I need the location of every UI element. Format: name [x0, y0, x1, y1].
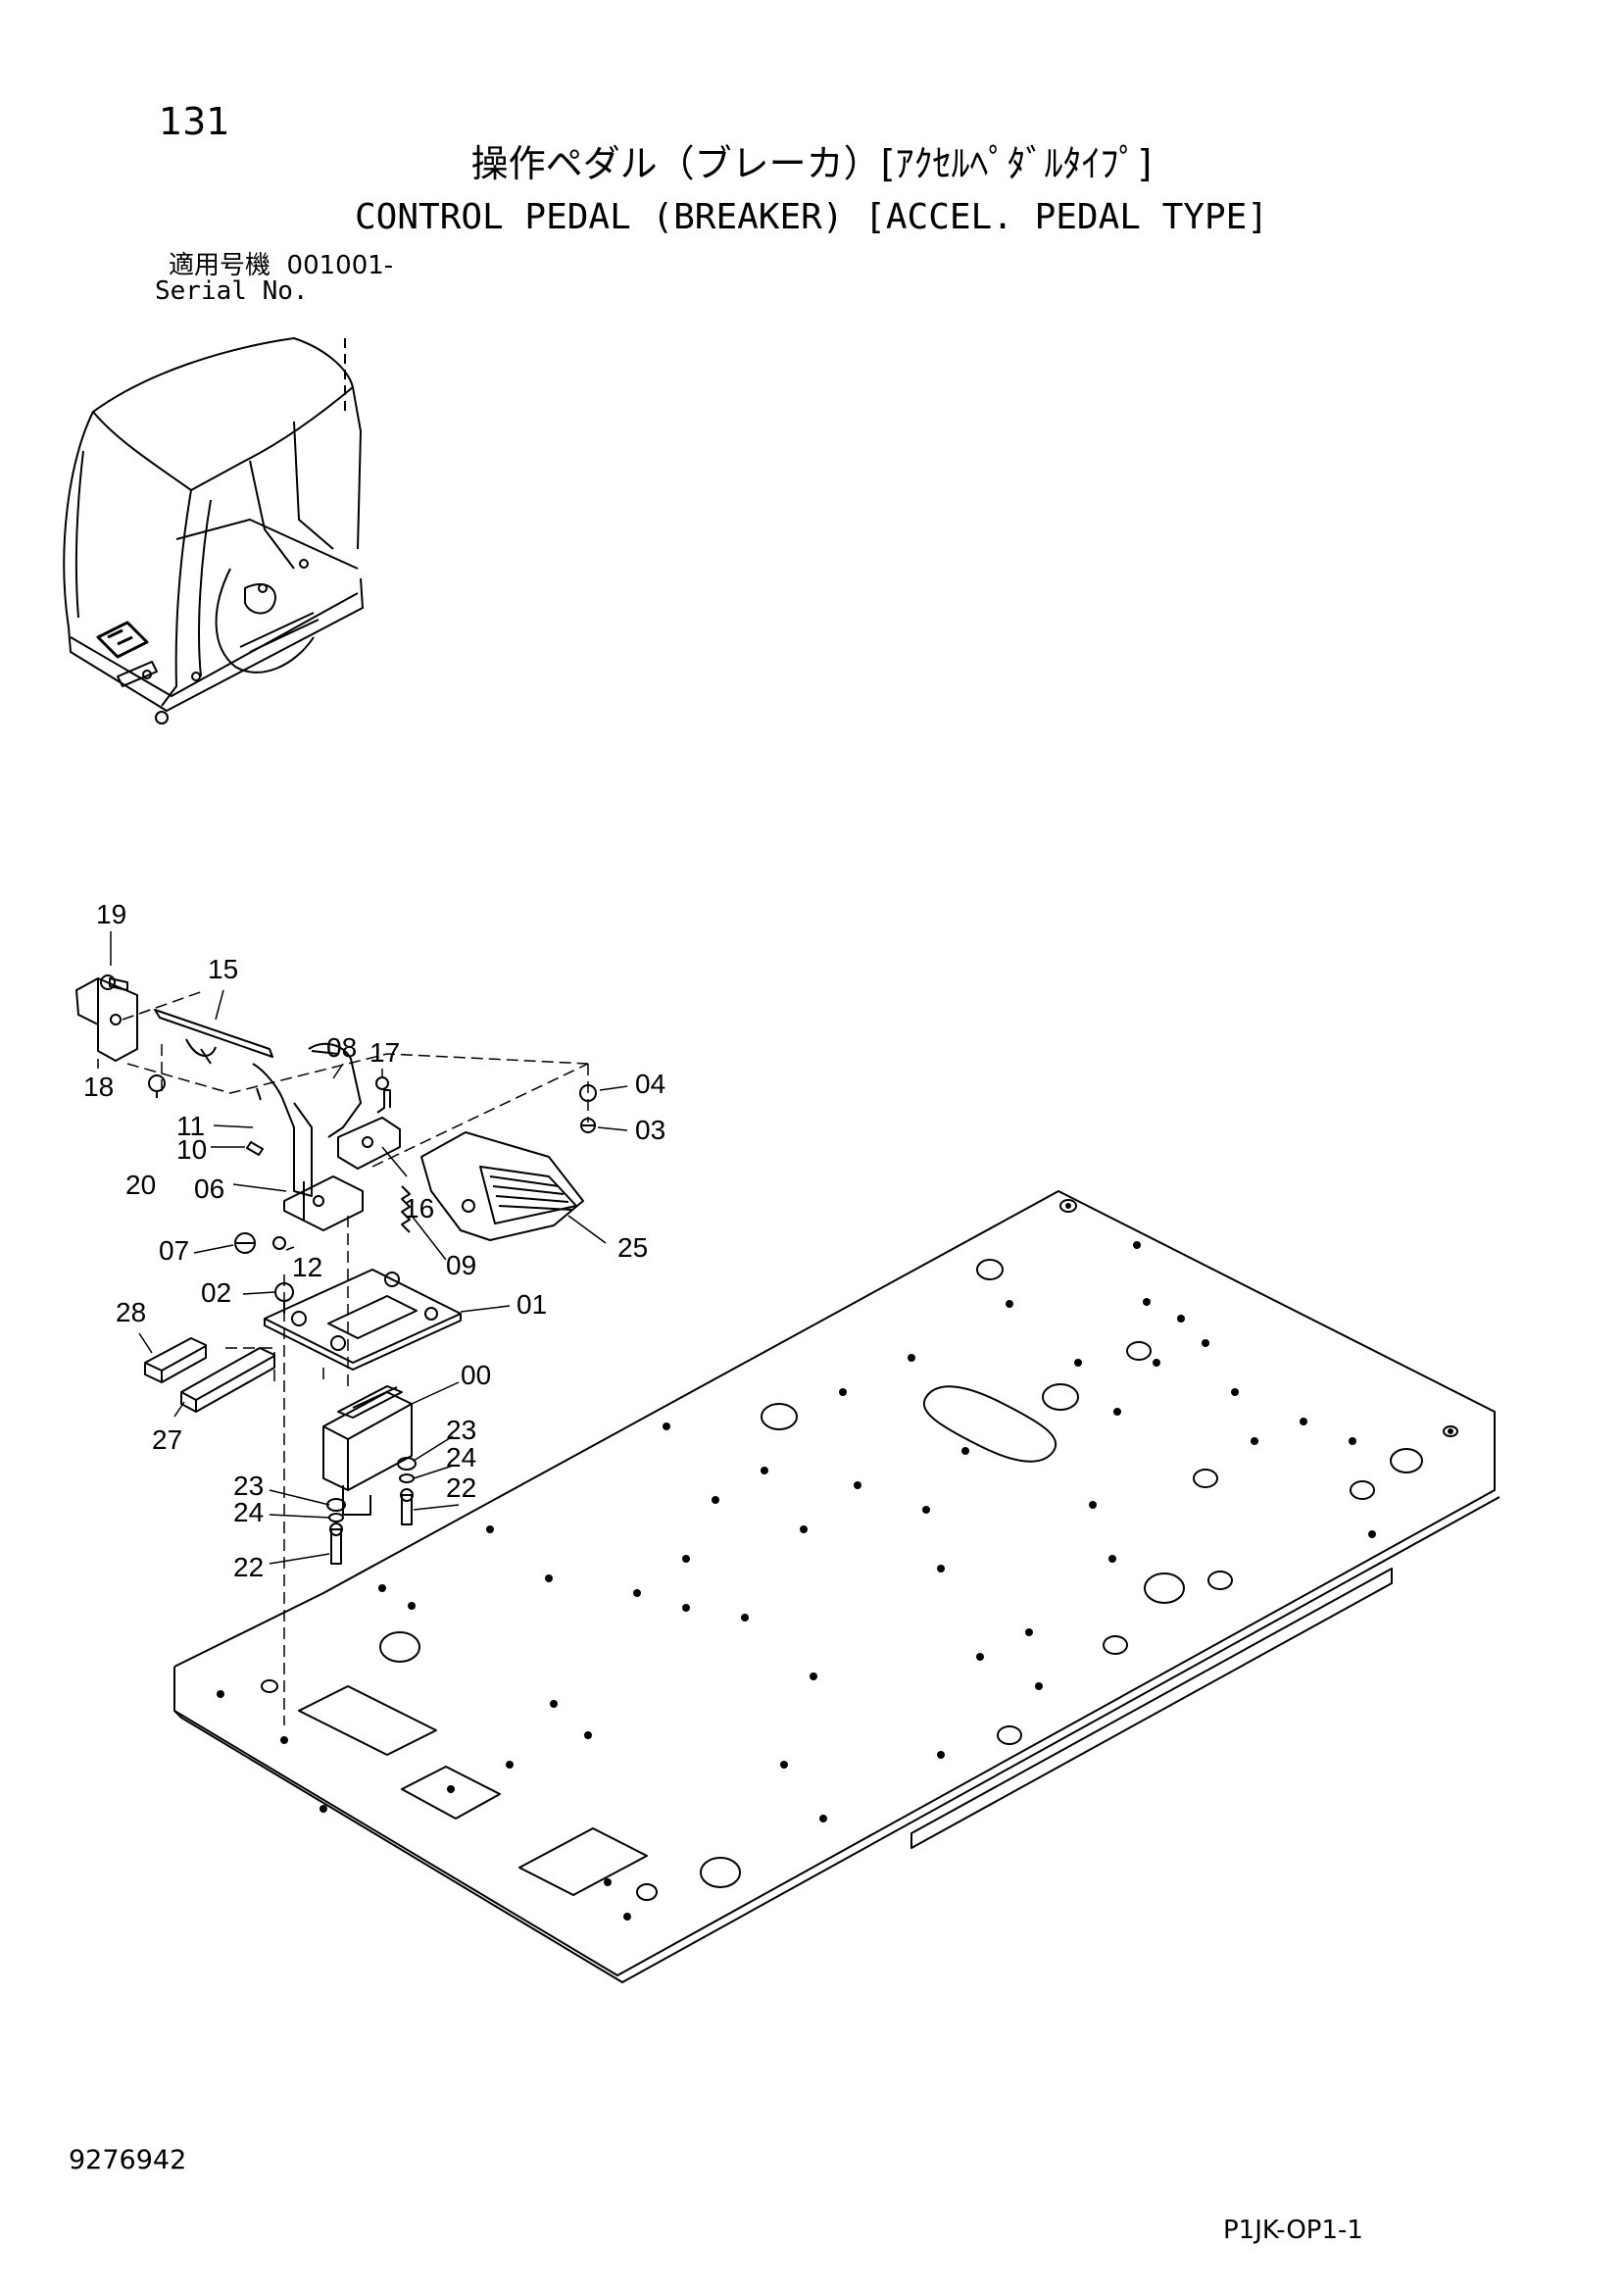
callout-label: 28 [116, 1297, 146, 1327]
callout-labels: 19 15 18 08 17 04 03 11 10 20 06 16 25 0… [83, 899, 665, 1582]
callout-label: 12 [292, 1252, 322, 1282]
serial-label-jp-text: 適用号機 [169, 251, 271, 280]
callout-label: 16 [404, 1193, 434, 1223]
bolt-02 [274, 1282, 294, 1314]
callout-label: 18 [83, 1072, 114, 1102]
callout-label: 24 [233, 1497, 264, 1527]
callout-label: 22 [233, 1552, 264, 1582]
callout-label: 23 [446, 1415, 476, 1445]
pedal-lever-08 [252, 1042, 362, 1197]
nut-04-bolt-03 [579, 1084, 597, 1133]
callout-label: 19 [96, 899, 126, 929]
callout-label: 03 [635, 1115, 665, 1145]
pin-11-10 [246, 1087, 264, 1156]
plate-15 [154, 1009, 273, 1065]
accel-pedal-25 [420, 1131, 584, 1241]
figure-code: P1JK-OP1-1 [1223, 2216, 1363, 2245]
callout-label: 02 [201, 1277, 231, 1308]
callout-label: 15 [208, 954, 238, 984]
serial-value: 001001- [286, 251, 394, 280]
floor-plate [173, 1190, 1500, 1983]
bracket-06 [283, 1175, 364, 1231]
callout-label: 17 [369, 1037, 400, 1068]
cab-inset-drawing [63, 337, 364, 724]
callout-label: 10 [176, 1134, 207, 1165]
pad-28 [144, 1337, 207, 1383]
floor-plate-holes [217, 1203, 1453, 1921]
serial-label-jp: 適用号機 001001- [169, 253, 393, 278]
pedal-valve-00 [322, 1385, 413, 1516]
callout-label: 24 [446, 1442, 476, 1472]
callout-label: 07 [159, 1235, 189, 1266]
callout-label: 01 [516, 1289, 547, 1320]
callout-label: 20 [125, 1170, 156, 1200]
spring-09 [401, 1185, 411, 1233]
bolt-19 [100, 974, 128, 991]
leader-lines [97, 931, 628, 1565]
bolt-07-washer-12 [234, 1232, 286, 1254]
alignment-lines [122, 989, 589, 1725]
pad-27 [180, 1347, 275, 1413]
callout-label: 04 [635, 1069, 665, 1099]
bolt-17 [375, 1076, 391, 1114]
callout-label: 00 [461, 1360, 491, 1390]
callout-label: 11 [176, 1111, 205, 1141]
callout-label: 22 [446, 1472, 476, 1503]
document-number: 9276942 [69, 2145, 187, 2175]
callout-label: 08 [326, 1032, 357, 1063]
callout-label: 23 [233, 1471, 264, 1501]
bracket-18 [75, 977, 138, 1062]
callout-label: 27 [152, 1424, 182, 1455]
page-number: 131 [159, 100, 230, 143]
callout-label: 09 [446, 1250, 476, 1280]
title-japanese: 操作ペダル（ブレーカ）[ｱｸｾﾙﾍﾟﾀﾞﾙﾀｲﾌﾟ] [470, 142, 1153, 185]
mount-plate-01 [264, 1269, 462, 1371]
bolts-22 [329, 1488, 414, 1565]
callout-label: 06 [194, 1173, 224, 1204]
title-english: CONTROL PEDAL (BREAKER) [ACCEL. PEDAL TY… [355, 197, 1268, 237]
bolt-20 [148, 1074, 166, 1098]
bracket-16 [337, 1117, 401, 1170]
serial-label-en: Serial No. [155, 276, 309, 306]
callout-label: 25 [617, 1232, 648, 1263]
